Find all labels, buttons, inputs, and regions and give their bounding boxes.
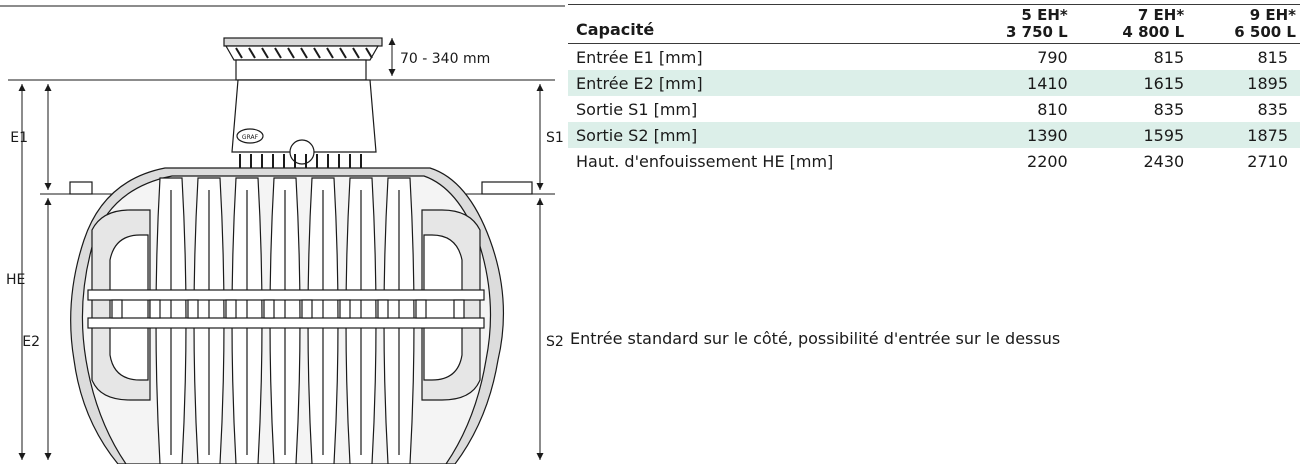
manufacturer-logo: GRAF bbox=[242, 134, 259, 141]
table-cell: 2430 bbox=[1143, 151, 1185, 171]
column-header-5eh: 5 EH* 3 750 L bbox=[1005, 4, 1080, 44]
row-label: Entrée E2 [mm] bbox=[568, 70, 1006, 96]
table-cell: 2200 bbox=[1027, 151, 1068, 171]
table-cell: 2710 bbox=[1247, 151, 1288, 171]
row-label: Sortie S2 [mm] bbox=[568, 122, 1006, 148]
row-label: Haut. d'enfouissement HE [mm] bbox=[576, 151, 834, 171]
e1-label: E1 bbox=[10, 130, 28, 146]
column-header-7eh: 7 EH* 4 800 L bbox=[1079, 4, 1197, 44]
table-cell: 1390 bbox=[1005, 122, 1080, 148]
dimension-labels: 70 - 340 mm E1 HE E2 S1 S2 bbox=[6, 48, 564, 350]
tank-technical-drawing: GRAF 70 - 340 mm E1 HE E2 bbox=[0, 5, 565, 464]
table-cell: 1615 bbox=[1079, 70, 1197, 96]
s1-label: S1 bbox=[546, 130, 564, 146]
table-row: Entrée E1 [mm] 790 815 815 bbox=[568, 44, 1300, 71]
s2-label: S2 bbox=[546, 334, 564, 350]
row-label: Sortie S1 [mm] bbox=[576, 99, 698, 119]
capacity-header: Capacité bbox=[568, 4, 1006, 44]
riser-shaft: GRAF bbox=[231, 79, 377, 168]
table-cell: 835 bbox=[1153, 99, 1185, 119]
he-label: HE bbox=[6, 272, 25, 288]
capacity-table: Capacité 5 EH* 3 750 L 7 EH* 4 800 L 9 E… bbox=[568, 4, 1300, 174]
installation-note: Entrée standard sur le côté, possibilité… bbox=[570, 329, 1061, 348]
table-cell: 1875 bbox=[1196, 122, 1300, 148]
tank-cover bbox=[223, 37, 383, 81]
table-row: Haut. d'enfouissement HE [mm] 2200 2430 … bbox=[568, 148, 1300, 174]
table-cell: 815 bbox=[1257, 47, 1288, 67]
table-cell: 835 bbox=[1257, 99, 1288, 119]
e2-label: E2 bbox=[22, 334, 40, 350]
tank-body bbox=[69, 167, 533, 464]
table-header-row: Capacité 5 EH* 3 750 L 7 EH* 4 800 L 9 E… bbox=[568, 4, 1300, 44]
table-cell: 1410 bbox=[1005, 70, 1080, 96]
column-header-9eh: 9 EH* 6 500 L bbox=[1196, 4, 1300, 44]
table-row: Sortie S2 [mm] 1390 1595 1875 bbox=[568, 122, 1300, 148]
table-cell: 815 bbox=[1153, 47, 1185, 67]
row-label: Entrée E1 [mm] bbox=[576, 47, 703, 67]
dimension-lines bbox=[18, 38, 544, 460]
table-cell: 810 bbox=[1037, 99, 1068, 119]
table-row: Entrée E2 [mm] 1410 1615 1895 bbox=[568, 70, 1300, 96]
cover-height-label: 70 - 340 mm bbox=[400, 51, 490, 67]
table-row: Sortie S1 [mm] 810 835 835 bbox=[568, 96, 1300, 122]
table-cell: 790 bbox=[1037, 47, 1068, 67]
table-cell: 1595 bbox=[1079, 122, 1197, 148]
table-cell: 1895 bbox=[1196, 70, 1300, 96]
